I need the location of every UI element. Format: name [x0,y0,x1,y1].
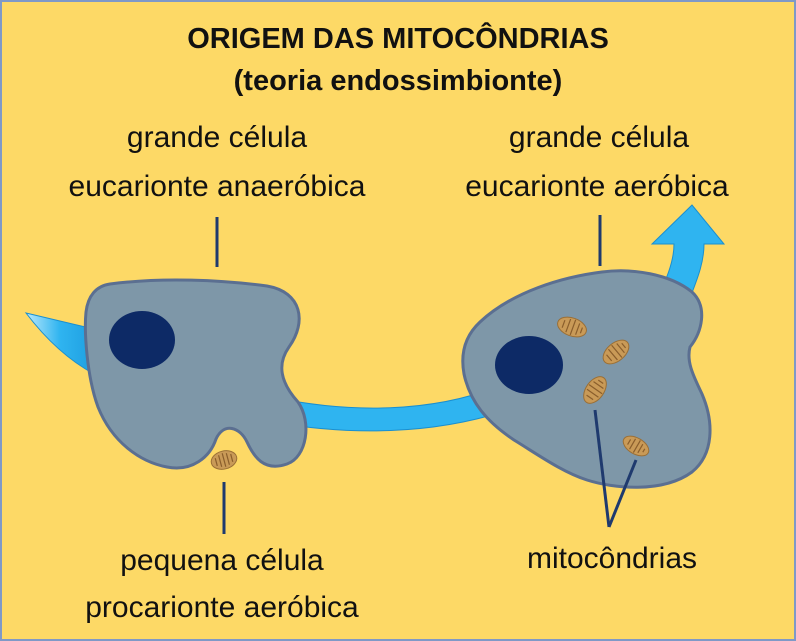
left-cell-label-line1: grande célula [126,121,308,154]
pointer-line-mitochondria-b [607,459,638,528]
anaerobic-eukaryote-cell [83,278,308,470]
right-cell-label-line1: grande célula [508,121,690,154]
left-cell-label-line2: eucarionte anaeróbica [68,170,366,203]
aerobic-eukaryote-cell [461,269,712,489]
diagram-subtitle: (teoria endossimbionte) [233,65,563,97]
diagram-title: ORIGEM DAS MITOCÔNDRIAS [187,23,609,55]
small-cell-label-line2: procarionte aeróbica [85,591,359,624]
small-cell-label-line1: pequena célula [120,544,324,577]
right-cell-nucleus [495,336,563,394]
mitochondria-label: mitocôndrias [526,542,698,575]
process-arrow-tail [24,312,95,375]
mitochondrion-3 [583,376,607,404]
small-prokaryote-cell [210,450,238,470]
mitochondrion-1 [557,316,587,338]
right-cell-label-line2: eucarionte aeróbica [465,170,729,203]
left-cell-nucleus [109,311,175,369]
mitochondrion-4 [622,435,650,457]
process-arrow-head [650,204,726,299]
mitochondrion-2 [602,339,630,365]
pointer-line-mitochondria-a [593,409,611,528]
